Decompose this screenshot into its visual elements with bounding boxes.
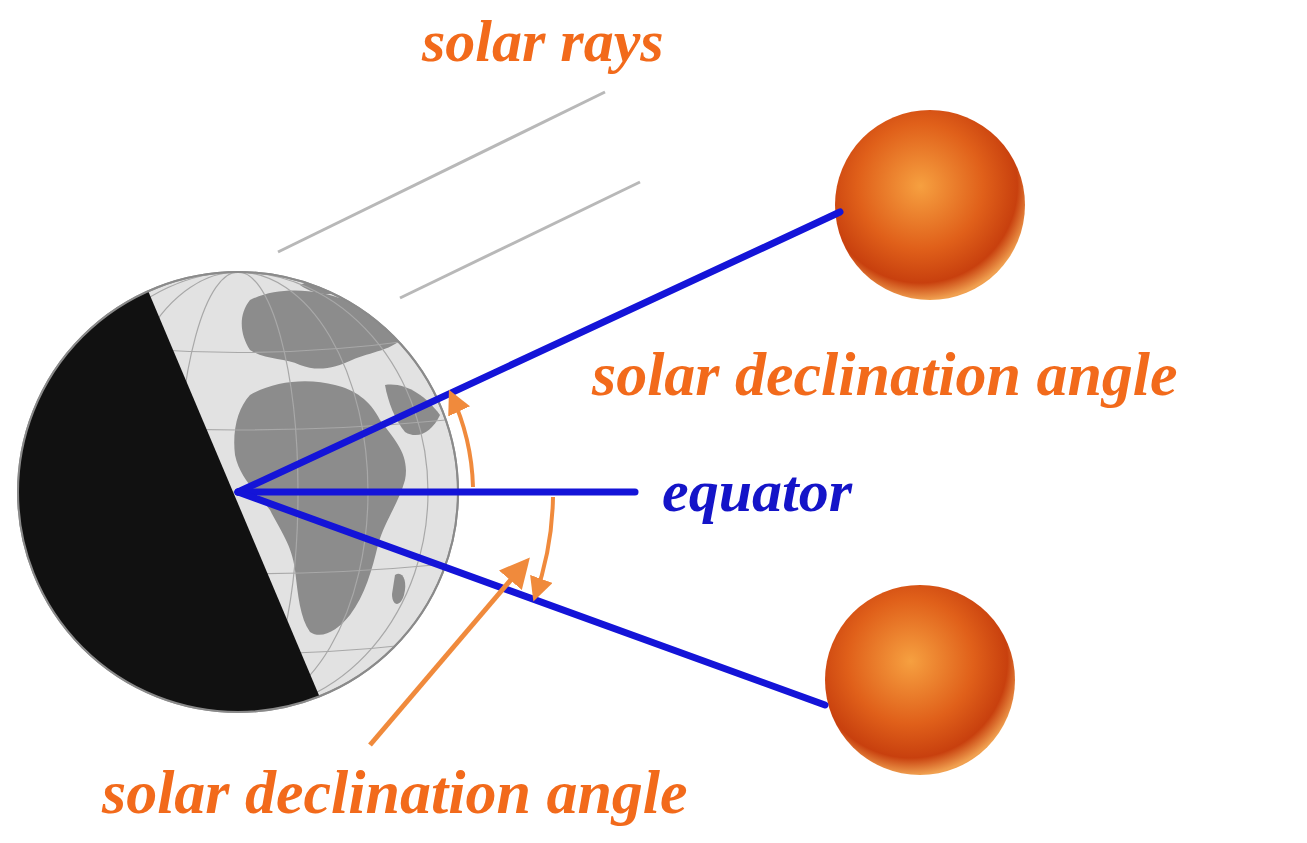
sun-upper — [835, 110, 1025, 300]
solar-rays — [278, 92, 640, 298]
angle-label: solar declination angle — [590, 340, 1180, 408]
rays-label: solar rays — [420, 8, 666, 74]
sun-lower — [825, 585, 1015, 775]
equator-label: equator — [660, 458, 854, 524]
continent-europe — [242, 291, 405, 369]
angle-arc-lower — [535, 497, 553, 597]
angle-arc-upper — [451, 394, 473, 487]
leader-arrow — [370, 562, 526, 745]
night-side — [0, 0, 340, 843]
angle-label: solar declination angle — [100, 758, 690, 826]
